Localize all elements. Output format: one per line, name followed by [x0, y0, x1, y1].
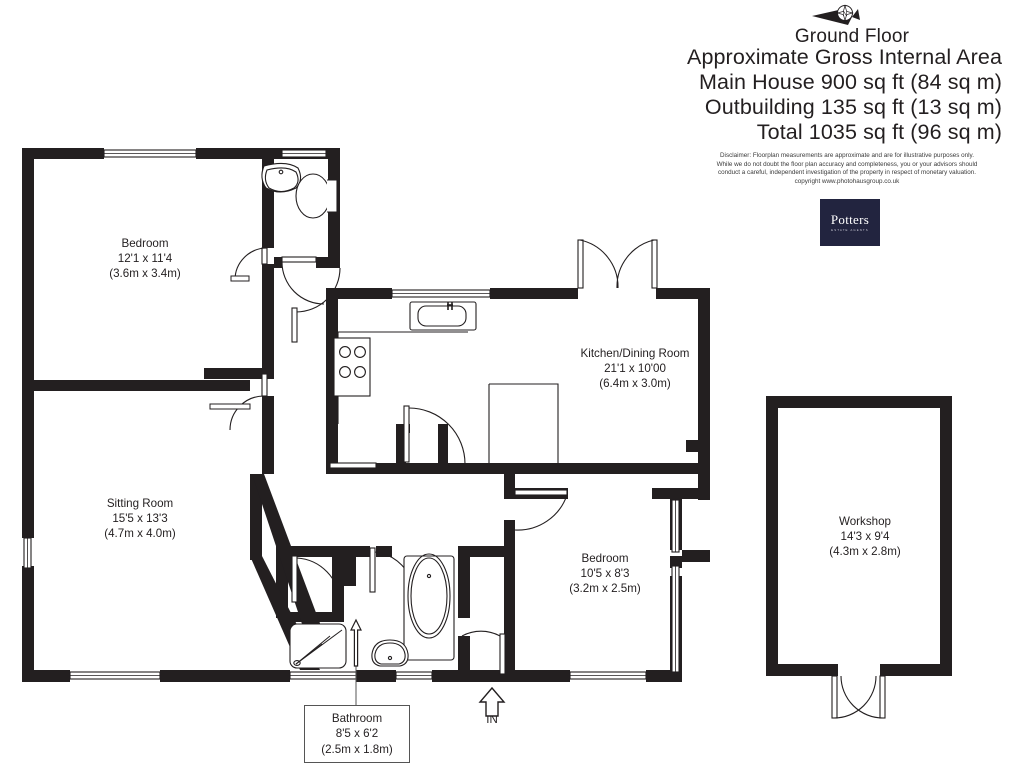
- window-kitchen-north: [391, 289, 491, 298]
- workshop-walls: [766, 396, 952, 676]
- room-metric: (3.6m x 3.4m): [109, 267, 181, 281]
- door-bedroom2-north: [514, 489, 568, 531]
- room-imperial: 10'5 x 8'3: [580, 567, 630, 581]
- door-bedroom2-west: [461, 630, 506, 675]
- area-summary: Approximate Gross Internal Area Main Hou…: [687, 45, 1002, 145]
- room-label-bedroom2: Bedroom 10'5 x 8'3 (3.2m x 2.5m): [538, 551, 672, 597]
- agency-logo-tagline: ESTATE AGENTS: [831, 228, 869, 232]
- entrance-label: IN: [486, 714, 498, 726]
- room-name: Kitchen/Dining Room: [580, 347, 690, 360]
- door-workshop-left: [831, 675, 877, 719]
- disclaimer-line-2: While we do not doubt the floor plan acc…: [716, 160, 978, 168]
- room-imperial: 14'3 x 9'4: [840, 530, 890, 544]
- bathroom-pointer-arrow: [350, 618, 362, 667]
- kitchen-fixtures: [333, 301, 559, 463]
- room-label-sitting-room: Sitting Room 15'5 x 13'3 (4.7m x 4.0m): [70, 496, 210, 542]
- area-line-3: Outbuilding 135 sq ft (13 sq m): [704, 95, 1002, 119]
- window-wc-north: [281, 149, 327, 158]
- wash-basin-icon: [261, 162, 302, 193]
- room-metric: (2.5m x 1.8m): [321, 742, 393, 756]
- windows: [23, 149, 680, 680]
- room-metric: (6.4m x 3.0m): [599, 377, 671, 391]
- area-line-4: Total 1035 sq ft (96 sq m): [756, 120, 1002, 144]
- room-imperial: 15'5 x 13'3: [112, 512, 168, 526]
- doors: [209, 239, 658, 675]
- room-label-workshop: Workshop 14'3 x 9'4 (4.3m x 2.8m): [798, 514, 932, 560]
- window-sitting-room-south: [69, 671, 161, 680]
- svg-text:N: N: [842, 11, 847, 18]
- north-arrow-compass-icon: N: [812, 4, 860, 25]
- bathroom-basin-icon: [371, 639, 409, 667]
- workshop-doors: [831, 675, 886, 719]
- agency-logo: Potters ESTATE AGENTS: [820, 199, 880, 246]
- room-name: Bedroom: [581, 552, 629, 565]
- room-label-bedroom1: Bedroom 12'1 x 11'4 (3.6m x 3.4m): [78, 236, 212, 282]
- door-bedroom1-east: [230, 247, 268, 282]
- room-metric: (4.7m x 4.0m): [104, 527, 176, 541]
- door-kitchen-french-left: [577, 239, 619, 289]
- room-name: Bedroom: [121, 237, 169, 250]
- room-label-bathroom: Bathroom 8'5 x 6'2 (2.5m x 1.8m): [304, 705, 410, 763]
- shower-icon: [289, 623, 347, 669]
- agency-logo-name: Potters: [830, 212, 870, 227]
- window-bedroom2-south: [569, 671, 647, 680]
- room-metric: (4.3m x 2.8m): [829, 545, 901, 559]
- bathtub-icon: [403, 553, 455, 661]
- main-house-walls: [22, 148, 710, 682]
- area-line-1: Approximate Gross Internal Area: [687, 45, 1002, 69]
- door-sitting-room-hall: [291, 555, 341, 603]
- room-imperial: 21'1 x 10'00: [604, 362, 666, 376]
- floor-title-text: Ground Floor: [794, 26, 910, 47]
- wc-toilet-icon: [295, 173, 338, 219]
- floor-title: Ground Floor: [0, 26, 1024, 48]
- door-wc: [281, 256, 325, 305]
- door-bedroom1-south: [209, 373, 268, 431]
- window-bedroom2-east-upper: [671, 499, 680, 553]
- door-hall-north: [291, 267, 341, 343]
- disclaimer-line-1: Disclaimer: Floorplan measurements are a…: [720, 152, 974, 159]
- wc-fixtures: [261, 162, 338, 219]
- area-line-2: Main House 900 sq ft (84 sq m): [699, 70, 1002, 94]
- room-metric: (3.2m x 2.5m): [569, 582, 641, 596]
- door-kitchen-closet: [403, 405, 466, 465]
- disclaimer-line-4: copyright www.photohausgroup.co.uk: [794, 177, 900, 185]
- window-hall-south: [289, 671, 357, 680]
- window-bathroom-south: [395, 671, 433, 680]
- door-kitchen-french-right: [616, 239, 658, 289]
- room-name: Bathroom: [331, 712, 383, 726]
- hob-cooker-icon: [333, 337, 371, 397]
- room-imperial: 12'1 x 11'4: [117, 252, 173, 266]
- window-bedroom2-east-lower: [671, 565, 680, 673]
- bathroom-fixtures: [289, 553, 455, 669]
- room-label-kitchen-dining: Kitchen/Dining Room 21'1 x 10'00 (6.4m x…: [543, 346, 727, 392]
- door-kitchen-south: [329, 462, 377, 469]
- disclaimer-text: Disclaimer: Floorplan measurements are a…: [692, 152, 1002, 186]
- door-workshop-right: [840, 675, 886, 719]
- room-name: Workshop: [839, 515, 891, 528]
- room-imperial: 8'5 x 6'2: [335, 727, 379, 741]
- kitchen-sink-icon: [409, 301, 477, 331]
- room-name: Sitting Room: [106, 497, 174, 510]
- entrance-arrow-icon: [478, 686, 506, 717]
- disclaimer-line-3: conduct a careful, independent investiga…: [718, 169, 976, 177]
- window-bedroom1-north: [103, 149, 197, 158]
- window-sitting-room-west: [23, 537, 32, 569]
